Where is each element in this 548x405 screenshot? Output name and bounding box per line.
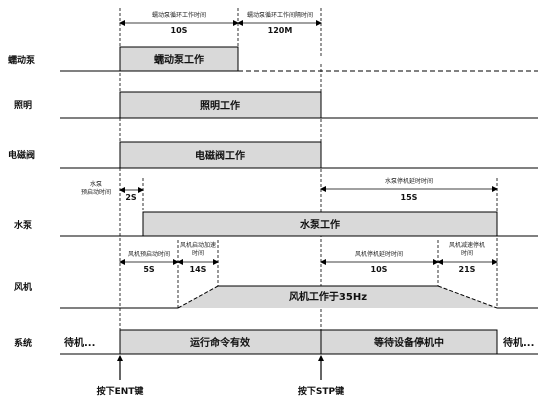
fan-decel-caption-1: 风机减速停机 bbox=[449, 241, 485, 249]
fan-accel-caption-2: 时间 bbox=[192, 249, 204, 257]
pump-stop-delay-caption: 水泵停机延时时间 bbox=[385, 177, 433, 185]
fan-work-area bbox=[178, 286, 497, 308]
fan-accel-ramp bbox=[177, 285, 219, 309]
fan-stop-delay-duration: 10S bbox=[371, 265, 388, 274]
row-label-peristaltic: 蠕动泵 bbox=[8, 54, 36, 66]
pump-prestart-duration: 2S bbox=[125, 193, 137, 202]
fan-accel-caption-1: 风机启动加速 bbox=[180, 241, 216, 249]
peristaltic-work-bar bbox=[119, 46, 239, 72]
ent-event-label: 按下ENT键 bbox=[97, 385, 145, 397]
pump-work-bar bbox=[142, 211, 498, 237]
system-waiting-label: 等待设备停机中 bbox=[374, 336, 444, 349]
system-standby-left: 待机... bbox=[64, 336, 95, 349]
row-label-pump: 水泵 bbox=[14, 219, 33, 231]
fan-prestart-caption: 风机预启动时间 bbox=[128, 250, 170, 258]
fan-bar-label: 风机工作于35Hz bbox=[289, 290, 367, 303]
peristaltic-bar-label: 蠕动泵工作 bbox=[154, 53, 204, 66]
pump-bar-label: 水泵工作 bbox=[299, 218, 340, 231]
stp-event-label: 按下STP键 bbox=[298, 385, 345, 397]
system-running-bar bbox=[119, 329, 322, 355]
system-running-label: 运行命令有效 bbox=[190, 336, 251, 349]
peristaltic-work-duration: 10S bbox=[171, 26, 188, 35]
lighting-work-bar bbox=[119, 91, 322, 119]
peristaltic-next-cycle bbox=[237, 47, 538, 72]
row-label-solenoid: 电磁阀 bbox=[8, 149, 35, 161]
pump-stop-delay-duration: 15S bbox=[401, 193, 418, 202]
fan-decel-caption-2: 时间 bbox=[461, 249, 473, 257]
solenoid-bar-label: 电磁阀工作 bbox=[195, 149, 245, 162]
row-label-lighting: 照明 bbox=[14, 100, 32, 111]
peristaltic-cycle-duration: 120M bbox=[268, 26, 293, 35]
fan-decel-ramp bbox=[437, 285, 498, 309]
fan-decel-duration: 21S bbox=[459, 265, 476, 274]
pump-prestart-caption-2: 预启动时间 bbox=[81, 188, 111, 196]
lighting-bar-label: 照明工作 bbox=[200, 99, 240, 112]
system-waiting-bar bbox=[320, 329, 498, 355]
system-standby-right: 待机... bbox=[503, 336, 534, 349]
peristaltic-work-caption: 蠕动泵循环工作时间 bbox=[152, 11, 206, 19]
row-label-fan: 风机 bbox=[14, 281, 32, 293]
peristaltic-cycle-caption: 蠕动泵循环工作间隔时间 bbox=[247, 11, 313, 19]
row-label-system: 系统 bbox=[14, 337, 32, 349]
fan-prestart-duration: 5S bbox=[143, 265, 155, 274]
pump-prestart-caption-1: 水泵 bbox=[90, 180, 102, 188]
fan-stop-delay-caption: 风机停机延时时间 bbox=[355, 250, 403, 258]
solenoid-work-bar bbox=[119, 141, 322, 169]
fan-accel-duration: 14S bbox=[190, 265, 207, 274]
